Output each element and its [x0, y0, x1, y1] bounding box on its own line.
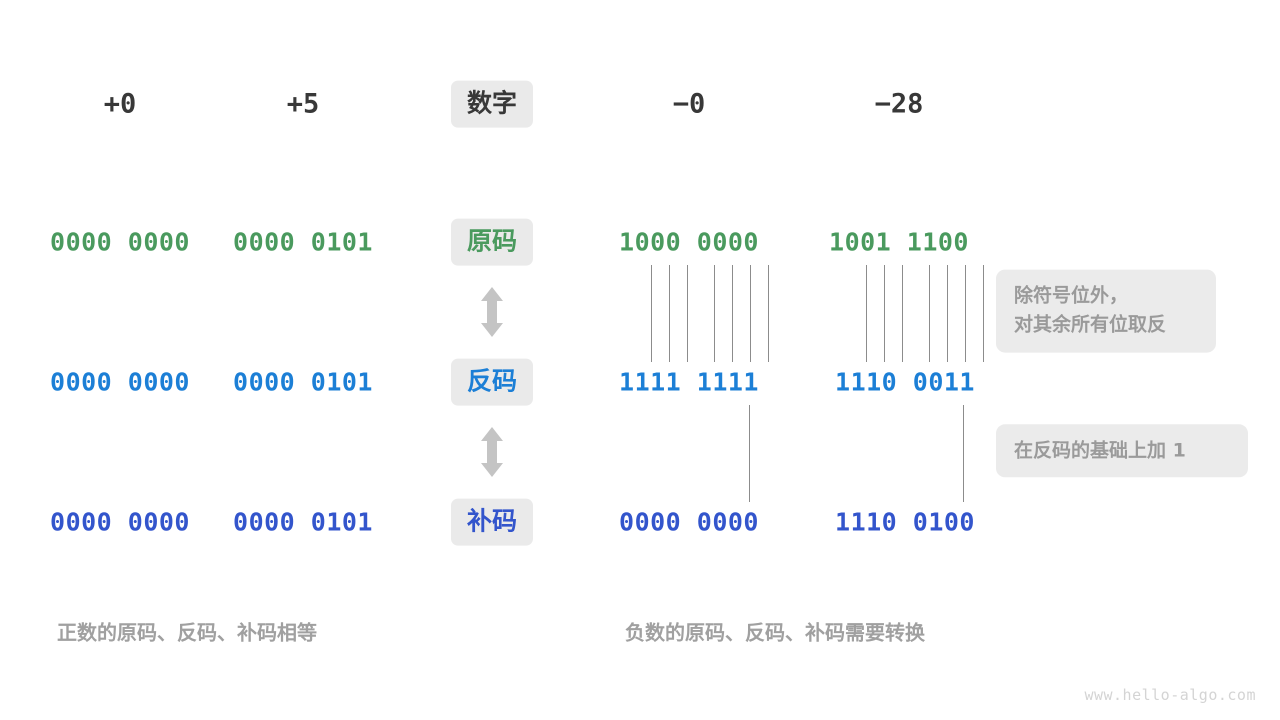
- row-label-twos-complement: 补码: [450, 498, 534, 546]
- bits-twos-complement-plus5: 0000 0101: [233, 507, 373, 537]
- row-label-sign-magnitude: 原码: [450, 218, 534, 266]
- bits-twos-complement-plus0: 0000 0000: [50, 507, 190, 537]
- bits-ones-complement-minus28: 1110 0011: [835, 367, 975, 397]
- double-arrow-icon: [479, 286, 505, 338]
- connector-line: [902, 265, 903, 362]
- connector-line: [768, 265, 769, 362]
- bits-ones-complement-plus5: 0000 0101: [233, 367, 373, 397]
- row-label-ones-complement: 反码: [450, 358, 534, 406]
- caption-positive-numbers: 正数的原码、反码、补码相等: [57, 620, 317, 645]
- bits-ones-complement-minus0: 1111 1111: [619, 367, 759, 397]
- column-header-minus0: −0: [672, 88, 706, 120]
- note-invert-bits: 除符号位外， 对其余所有位取反: [996, 269, 1216, 353]
- bits-ones-complement-plus0: 0000 0000: [50, 367, 190, 397]
- column-header-minus28: −28: [874, 88, 924, 120]
- connector-line: [749, 405, 750, 502]
- bits-sign-magnitude-plus5: 0000 0101: [233, 227, 373, 257]
- watermark: www.hello-algo.com: [1084, 686, 1256, 704]
- bits-sign-magnitude-minus0: 1000 0000: [619, 227, 759, 257]
- connector-line: [965, 265, 966, 362]
- connector-line: [651, 265, 652, 362]
- connector-line: [866, 265, 867, 362]
- bits-twos-complement-minus28: 1110 0100: [835, 507, 975, 537]
- bits-sign-magnitude-minus28: 1001 1100: [829, 227, 969, 257]
- bits-twos-complement-minus0: 0000 0000: [619, 507, 759, 537]
- connector-line: [947, 265, 948, 362]
- connector-line: [732, 265, 733, 362]
- connector-line: [884, 265, 885, 362]
- column-header-plus5: +5: [286, 88, 320, 120]
- connector-line: [687, 265, 688, 362]
- connector-line: [669, 265, 670, 362]
- connector-line: [750, 265, 751, 362]
- connector-line: [714, 265, 715, 362]
- column-header-plus0: +0: [103, 88, 137, 120]
- note-add-one: 在反码的基础上加 1: [996, 424, 1248, 478]
- bits-sign-magnitude-plus0: 0000 0000: [50, 227, 190, 257]
- row-label-number: 数字: [450, 80, 534, 128]
- connector-line: [963, 405, 964, 502]
- caption-negative-numbers: 负数的原码、反码、补码需要转换: [625, 620, 925, 645]
- double-arrow-icon: [479, 426, 505, 478]
- connector-line: [983, 265, 984, 362]
- connector-line: [929, 265, 930, 362]
